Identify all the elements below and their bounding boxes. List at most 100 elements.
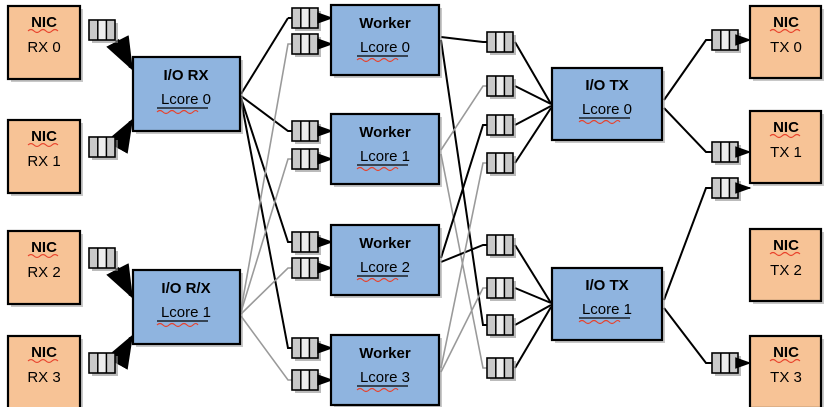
queue-io-tx-0-in-1[interactable] <box>486 75 517 100</box>
queue-nic-rx-3[interactable] <box>88 352 119 377</box>
io-rx-lcore-0-sub: Lcore 0 <box>161 91 211 108</box>
io-rx-lcore-1[interactable]: I/O R/X Lcore 1 <box>131 268 243 347</box>
queue-io-tx-0-in-3[interactable] <box>486 152 517 177</box>
worker-lcore-1-sub: Lcore 1 <box>360 148 410 165</box>
worker-lcore-1[interactable]: Worker Lcore 1 <box>329 112 442 187</box>
link-tx0-q3-to-io-tx-0 <box>514 107 552 164</box>
worker-lcore-3[interactable]: Worker Lcore 3 <box>329 333 442 407</box>
queue-worker-3-in-1[interactable] <box>291 369 334 394</box>
link-io-rx-1-to-worker-2-q <box>240 267 292 315</box>
link-io-rx-1-to-worker-3-q <box>240 315 292 381</box>
io-tx-lcore-0-title: I/O TX <box>585 77 628 94</box>
nic-rx-3-title: NIC <box>31 344 57 361</box>
nic-tx-1-title: NIC <box>773 119 799 136</box>
queue-nic-rx-1[interactable] <box>88 136 119 161</box>
link-io-tx-0-to-nic-tx-0 <box>663 39 712 101</box>
link-io-rx-1-to-worker-1-q <box>240 158 292 313</box>
queue-io-tx-0-in-0[interactable] <box>486 31 517 56</box>
links-worker-to-tx-queues <box>440 36 487 373</box>
worker-lcore-0[interactable]: Worker Lcore 0 <box>329 3 442 78</box>
queue-io-tx-1-in-0[interactable] <box>486 234 517 259</box>
io-tx-lcore-1-sub: Lcore 1 <box>582 301 632 318</box>
link-io-rx-0-to-worker-3-q <box>240 99 292 349</box>
queue-io-tx-1-in-3[interactable] <box>486 357 517 382</box>
nic-tx-3-sub: TX 3 <box>770 369 802 386</box>
link-worker-0-to-tx0-q0 <box>440 36 487 43</box>
link-tx0-q2-to-io-tx-0 <box>514 105 552 126</box>
link-worker-1-to-tx1-q1 <box>440 153 487 369</box>
links-io-rx-1-to-worker-queues <box>240 43 292 381</box>
link-nic-rx-3-to-io-rx-1 <box>105 334 134 370</box>
link-nic-rx-1-to-io-rx-0 <box>105 118 134 154</box>
link-tx1-q1-to-io-tx-1 <box>514 287 552 304</box>
worker-lcore-3-sub: Lcore 3 <box>360 369 410 386</box>
nic-rx-0[interactable]: NIC RX 0 <box>6 4 83 82</box>
io-rx-lcore-1-title: I/O R/X <box>161 280 210 297</box>
link-io-rx-1-to-worker-0-q <box>240 43 292 311</box>
link-worker-2-to-tx1-q2 <box>440 244 487 263</box>
link-tx0-q1-to-io-tx-0 <box>514 85 552 105</box>
queue-nic-tx-2[interactable] <box>711 177 752 202</box>
queue-nic-rx-2[interactable] <box>88 247 119 272</box>
nic-tx-0-title: NIC <box>773 14 799 31</box>
nic-tx-0-sub: TX 0 <box>770 39 802 56</box>
queue-worker-2-in-1[interactable] <box>291 257 334 282</box>
nic-rx-3-sub: RX 3 <box>27 369 60 386</box>
nic-rx-2-title: NIC <box>31 239 57 256</box>
queue-nic-tx-1[interactable] <box>711 141 752 166</box>
queue-io-tx-0-in-2[interactable] <box>486 114 517 139</box>
link-worker-1-to-tx0-q1 <box>440 85 487 151</box>
worker-lcore-2-sub: Lcore 2 <box>360 259 410 276</box>
link-worker-2-to-tx0-q2 <box>440 124 487 259</box>
link-io-tx-1-to-nic-tx-3 <box>663 307 712 364</box>
queue-nic-tx-0[interactable] <box>711 29 752 54</box>
link-io-rx-0-to-worker-2-q <box>240 97 292 243</box>
io-rx-lcore-1-sub: Lcore 1 <box>161 304 211 321</box>
link-nic-rx-0-to-io-rx-0 <box>106 35 133 71</box>
io-tx-lcore-0[interactable]: I/O TX Lcore 0 <box>550 66 665 143</box>
queue-worker-1-in-1[interactable] <box>291 148 334 173</box>
queue-nic-tx-3[interactable] <box>711 352 752 377</box>
links-io-rx-0-to-worker-queues <box>240 17 292 349</box>
links-tx-queues-to-io-tx <box>514 41 552 369</box>
nic-rx-1-title: NIC <box>31 128 57 145</box>
nic-rx-0-title: NIC <box>31 14 57 31</box>
nic-tx-3[interactable]: NIC TX 3 <box>748 334 824 407</box>
nic-tx-1[interactable]: NIC TX 1 <box>748 109 824 186</box>
queue-worker-0-in-0[interactable] <box>291 7 334 32</box>
io-rx-lcore-0[interactable]: I/O RX Lcore 0 <box>131 55 243 134</box>
link-worker-3-to-tx0-q3 <box>440 162 487 369</box>
nic-rx-2-sub: RX 2 <box>27 264 60 281</box>
worker-lcore-2[interactable]: Worker Lcore 2 <box>329 223 442 298</box>
io-tx-lcore-1-title: I/O TX <box>585 277 628 294</box>
queue-io-tx-1-in-1[interactable] <box>486 277 517 302</box>
queue-worker-1-in-0[interactable] <box>291 120 334 145</box>
nic-rx-3[interactable]: NIC RX 3 <box>6 334 83 407</box>
link-nic-rx-2-to-io-rx-1 <box>106 263 133 299</box>
nic-tx-2-sub: TX 2 <box>770 262 802 279</box>
queue-worker-2-in-0[interactable] <box>291 231 334 256</box>
worker-lcore-1-title: Worker <box>359 124 411 141</box>
links-io-tx-to-nic-tx <box>663 39 712 364</box>
link-worker-3-to-tx1-q3 <box>440 287 487 373</box>
nic-rx-0-sub: RX 0 <box>27 39 60 56</box>
nic-tx-1-sub: TX 1 <box>770 144 802 161</box>
io-tx-lcore-1[interactable]: I/O TX Lcore 1 <box>550 266 665 343</box>
link-io-rx-0-to-worker-0-q <box>240 17 289 95</box>
link-io-tx-1-to-nic-tx-2 <box>663 187 712 301</box>
queue-worker-3-in-0[interactable] <box>291 337 334 362</box>
queue-worker-0-in-1[interactable] <box>291 33 334 58</box>
worker-lcore-2-title: Worker <box>359 235 411 252</box>
nic-tx-2[interactable]: NIC TX 2 <box>748 227 824 304</box>
link-tx1-q2-to-io-tx-1 <box>514 304 552 326</box>
link-worker-0-to-tx1-q0 <box>440 39 487 326</box>
queue-nic-rx-0[interactable] <box>88 19 119 44</box>
nic-rx-1[interactable]: NIC RX 1 <box>6 118 83 196</box>
nic-rx-2[interactable]: NIC RX 2 <box>6 229 83 307</box>
link-io-tx-0-to-nic-tx-1 <box>663 107 712 153</box>
nic-tx-0[interactable]: NIC TX 0 <box>748 4 824 81</box>
nic-tx-2-title: NIC <box>773 237 799 254</box>
queue-io-tx-1-in-2[interactable] <box>486 314 517 339</box>
